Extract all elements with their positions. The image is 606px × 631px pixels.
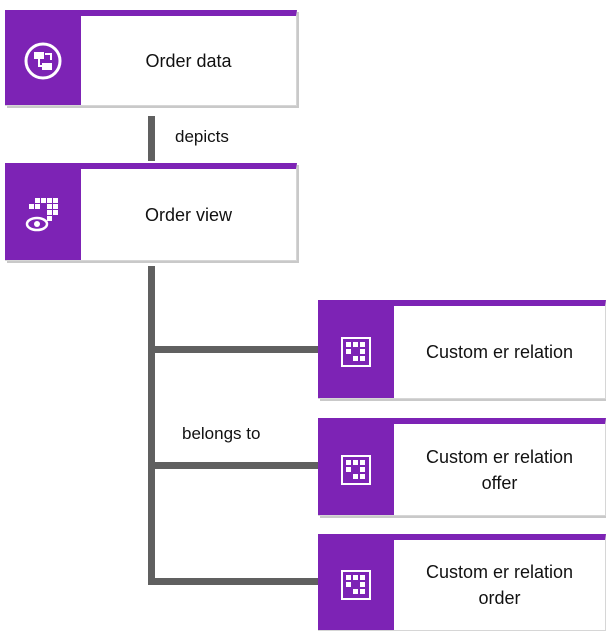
connector-depicts bbox=[148, 116, 155, 161]
node-customer-relation[interactable]: Custom er relation bbox=[318, 300, 606, 399]
node-icon-box bbox=[5, 16, 81, 105]
node-label-order-view: Order view bbox=[144, 204, 233, 225]
node-label-order-data: Order data bbox=[145, 50, 232, 71]
matrix-icon bbox=[341, 570, 371, 600]
matrix-icon bbox=[341, 337, 371, 367]
node-icon-box bbox=[318, 540, 394, 630]
connector-to-customer-relation bbox=[148, 346, 318, 353]
node-order-view[interactable]: Order view bbox=[5, 163, 297, 261]
node-customer-relation-offer[interactable]: Custom er relation offer bbox=[318, 418, 606, 516]
matrix-view-icon bbox=[25, 197, 58, 231]
edge-label-depicts: depicts bbox=[175, 127, 229, 146]
node-customer-relation-order[interactable]: Custom er relation order bbox=[318, 534, 606, 631]
node-label-customer-relation-order: Custom er relation order bbox=[425, 562, 574, 608]
connector-to-customer-relation-offer bbox=[148, 462, 318, 469]
matrix-icon bbox=[341, 454, 371, 485]
node-icon-box bbox=[318, 306, 394, 398]
edge-label-belongs-to: belongs to bbox=[182, 424, 261, 443]
node-icon-box bbox=[5, 169, 81, 260]
node-label-customer-relation-offer: Custom er relation offer bbox=[425, 446, 574, 493]
node-label-customer-relation: Custom er relation bbox=[425, 342, 574, 362]
node-order-data[interactable]: Order data bbox=[5, 10, 297, 106]
node-icon-box bbox=[318, 424, 394, 515]
connector-to-customer-relation-order bbox=[148, 578, 318, 585]
process-flow-icon bbox=[24, 42, 62, 79]
connector-belongs-to-trunk bbox=[148, 266, 155, 584]
